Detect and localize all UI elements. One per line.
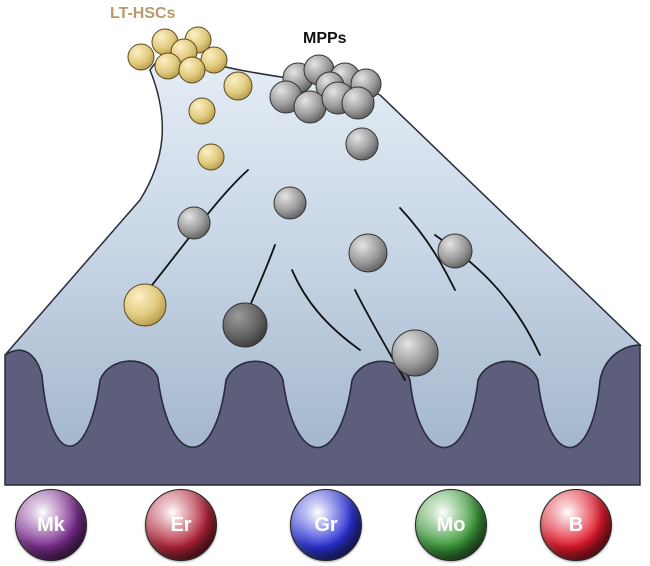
- lt-hsc-cell: [197, 143, 225, 171]
- mpp-cell: [293, 90, 327, 124]
- mpp-cell: [177, 206, 211, 240]
- landscape-surface: [4, 51, 642, 449]
- mpp-cell: [273, 186, 307, 220]
- mpp-cell: [348, 233, 388, 273]
- lt-hsc-cell: [127, 43, 155, 71]
- lineage-label: Er: [170, 513, 192, 536]
- lineage-mo: Mo: [415, 489, 487, 561]
- lt-hsc-cell: [188, 97, 216, 125]
- lt-hsc-cell: [123, 283, 167, 327]
- mpp-cells: [177, 54, 473, 377]
- lineage-b: B: [540, 489, 612, 561]
- lineage-er: Er: [145, 489, 217, 561]
- lineage-label: B: [568, 513, 584, 536]
- lineage-label: Mk: [37, 513, 65, 536]
- lt-hscs-label: LT-HSCs: [110, 5, 176, 22]
- lt-hsc-cell: [223, 71, 253, 101]
- lt-hsc-cell: [154, 52, 182, 80]
- mpps-label: MPPs: [303, 30, 347, 47]
- mpp-cell: [437, 233, 473, 269]
- lineage-label: Mo: [436, 513, 466, 536]
- lt-hsc-cell: [178, 56, 206, 84]
- lineage-mk: Mk: [15, 489, 87, 561]
- lt-hsc-cells: [123, 26, 253, 327]
- mpp-cell: [341, 86, 375, 120]
- mpp-cell: [222, 302, 268, 348]
- mpp-cell: [391, 329, 439, 377]
- mpp-cell: [345, 127, 379, 161]
- lineage-label: Gr: [314, 513, 338, 536]
- lineage-gr: Gr: [290, 489, 362, 561]
